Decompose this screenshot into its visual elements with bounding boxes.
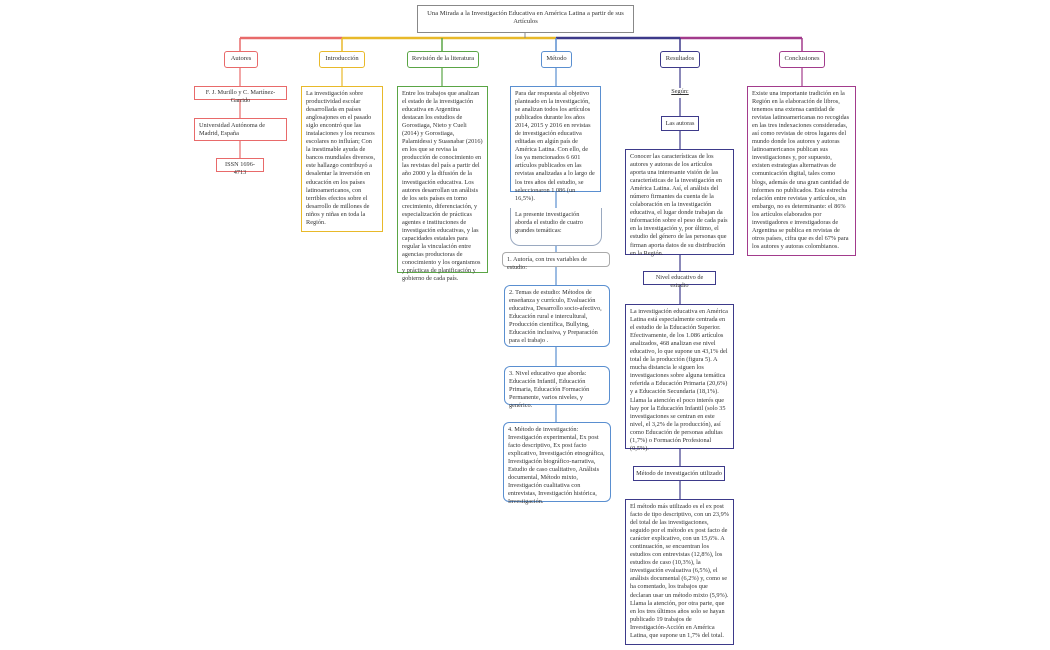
header-autores[interactable]: Autores xyxy=(224,51,258,68)
autores-university-node[interactable]: Universidad Autónoma de Madrid, España xyxy=(194,118,287,141)
metodo-intro-text: Para dar respuesta al objetivo planteado… xyxy=(515,90,595,202)
map-title: Una Mirada a la Investigación Educativa … xyxy=(417,5,634,33)
header-resultados[interactable]: Resultados xyxy=(660,51,700,68)
resultados-metodo-label-node[interactable]: Método de investigación utilizado xyxy=(633,466,725,481)
header-revision-label: Revisión de la literatura xyxy=(411,55,475,62)
metodo-item3-node[interactable]: 3. Nivel educativo que aborda: Educación… xyxy=(504,366,610,409)
header-autores-label: Autores xyxy=(230,55,252,62)
header-metodo[interactable]: Método xyxy=(541,51,572,68)
metodo-item1-node[interactable]: 1. Autoría, con tres variables de estudi… xyxy=(502,252,610,271)
resultados-autores-label: Las autoras xyxy=(665,120,695,127)
metodo-topics-text: La presente investigación aborda el estu… xyxy=(515,211,583,235)
resultados-nivel-node[interactable]: La investigación educativa en América La… xyxy=(625,304,734,452)
metodo-item2-node[interactable]: 2. Temas de estudio: Métodos de enseñanz… xyxy=(504,285,610,347)
conclusiones-text: Existe una importante tradición en la Re… xyxy=(752,90,850,250)
resultados-nivel-label: Nivel educativo de estudio xyxy=(655,274,704,290)
autores-university-text: Universidad Autónoma de Madrid, España xyxy=(199,122,266,138)
resultados-metodo-node[interactable]: El método más utilizado es el ex post fa… xyxy=(625,499,734,645)
resultados-segun-text: Según: xyxy=(671,88,689,95)
header-introduccion[interactable]: Introducción xyxy=(319,51,365,68)
resultados-nivel-label-node[interactable]: Nivel educativo de estudio xyxy=(643,271,716,289)
resultados-nivel-text: La investigación educativa en América La… xyxy=(630,308,728,452)
resultados-autores-node[interactable]: Conocer las características de los autor… xyxy=(625,149,734,257)
resultados-autores-text: Conocer las características de los autor… xyxy=(630,153,728,257)
map-title-text: Una Mirada a la Investigación Educativa … xyxy=(427,10,624,26)
resultados-metodo-label: Método de investigación utilizado xyxy=(636,470,722,477)
metodo-topics-node[interactable]: La presente investigación aborda el estu… xyxy=(510,208,602,246)
introduccion-node[interactable]: La investigación sobre productividad esc… xyxy=(301,86,383,232)
conclusiones-node[interactable]: Existe una importante tradición en la Re… xyxy=(747,86,856,256)
introduccion-text: La investigación sobre productividad esc… xyxy=(306,90,376,226)
resultados-autores-label-node[interactable]: Las autoras xyxy=(661,116,699,131)
metodo-intro-node[interactable]: Para dar respuesta al objetivo planteado… xyxy=(510,86,601,202)
header-resultados-label: Resultados xyxy=(665,55,695,62)
resultados-metodo-text: El método más utilizado es el ex post fa… xyxy=(630,503,729,639)
revision-text: Entre los trabajos que analizan el estad… xyxy=(402,90,483,283)
autores-issn-node[interactable]: ISSN 1696-4713 xyxy=(216,158,264,176)
header-conclusiones-label: Conclusiones xyxy=(784,55,820,62)
header-introduccion-label: Introducción xyxy=(325,55,359,62)
header-metodo-label: Método xyxy=(546,55,567,62)
metodo-item4-text: 4. Método de investigación: Investigació… xyxy=(508,426,605,506)
revision-node[interactable]: Entre los trabajos que analizan el estad… xyxy=(397,86,488,282)
metodo-item4-node[interactable]: 4. Método de investigación: Investigació… xyxy=(503,422,611,506)
autores-names-text: F. J. Murillo y C. Martínez-Garrido xyxy=(205,89,276,105)
metodo-item3-text: 3. Nivel educativo que aborda: Educación… xyxy=(509,370,590,410)
header-conclusiones[interactable]: Conclusiones xyxy=(779,51,825,68)
autores-issn-text: ISSN 1696-4713 xyxy=(225,161,255,177)
metodo-item1-text: 1. Autoría, con tres variables de estudi… xyxy=(507,256,587,272)
autores-names-node[interactable]: F. J. Murillo y C. Martínez-Garrido xyxy=(194,86,287,104)
metodo-item2-text: 2. Temas de estudio: Métodos de enseñanz… xyxy=(509,289,602,345)
header-revision[interactable]: Revisión de la literatura xyxy=(407,51,479,68)
resultados-segun: Según: xyxy=(664,88,696,98)
